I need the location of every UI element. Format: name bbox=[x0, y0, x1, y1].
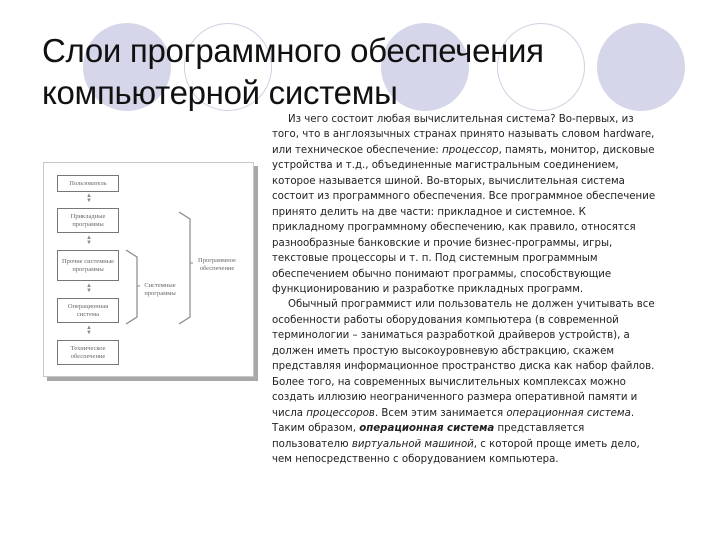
layer-operating-system: Операционная система bbox=[57, 298, 119, 323]
bold-term: операционная система bbox=[359, 423, 495, 435]
decor-circle bbox=[597, 23, 685, 111]
text-run: , с которой проще иметь дело, чем непоср… bbox=[272, 438, 640, 465]
layer-label: Техническое обеспечение bbox=[70, 344, 106, 360]
paragraph-1: Из чего состоит любая вычислительная сис… bbox=[272, 112, 658, 297]
text-run: Обычный программист или пользователь не … bbox=[272, 299, 655, 419]
text-run: . Всем этим занимается bbox=[374, 407, 507, 419]
layer-label: Прочие системные программы bbox=[61, 257, 115, 273]
text-run: . Таким образом, bbox=[272, 407, 635, 435]
text-run: , память, монитор, дисковые устройства и… bbox=[272, 144, 656, 295]
double-arrow-icon: ▲▼ bbox=[86, 283, 92, 294]
italic-term: процессоров bbox=[306, 407, 375, 419]
italic-term: операционная система bbox=[506, 407, 631, 419]
italic-term: процессор bbox=[442, 144, 499, 156]
system-programs-label: Системные программы bbox=[144, 282, 176, 297]
layer-label: Прикладные программы bbox=[70, 212, 106, 228]
title-line-2: компьютерной системы bbox=[42, 74, 398, 111]
software-layers-diagram: Пользователь ▲▼ Прикладные программы ▲▼ … bbox=[43, 162, 254, 377]
software-label: Программное обеспечение bbox=[198, 257, 236, 272]
double-arrow-icon: ▲▼ bbox=[86, 325, 92, 336]
layer-other-system-programs: Прочие системные программы bbox=[57, 250, 119, 281]
text-run: представляется пользователю bbox=[272, 423, 585, 450]
body-text: Из чего состоит любая вычислительная сис… bbox=[272, 112, 658, 467]
decor-circle bbox=[83, 23, 171, 111]
layer-label: Операционная система bbox=[67, 302, 109, 318]
bracket-system-programs bbox=[125, 249, 140, 325]
title-line-1: Слои программного обеспечения bbox=[42, 32, 544, 69]
double-arrow-icon: ▲▼ bbox=[86, 235, 92, 246]
decor-circle bbox=[497, 23, 585, 111]
slide-title: Слои программного обеспечения компьютерн… bbox=[42, 30, 702, 114]
italic-term: виртуальной машиной bbox=[351, 438, 474, 450]
bracket-software bbox=[178, 211, 193, 325]
double-arrow-icon: ▲▼ bbox=[86, 193, 92, 204]
decor-circle bbox=[184, 23, 272, 111]
layer-application-programs: Прикладные программы bbox=[57, 208, 119, 233]
paragraph-2: Обычный программист или пользователь не … bbox=[272, 297, 658, 467]
text-run: Из чего состоит любая вычислительная сис… bbox=[272, 114, 655, 156]
layer-user: Пользователь bbox=[57, 175, 119, 192]
layer-hardware: Техническое обеспечение bbox=[57, 340, 119, 365]
layer-label: Пользователь bbox=[69, 179, 107, 187]
decor-circle bbox=[381, 23, 469, 111]
